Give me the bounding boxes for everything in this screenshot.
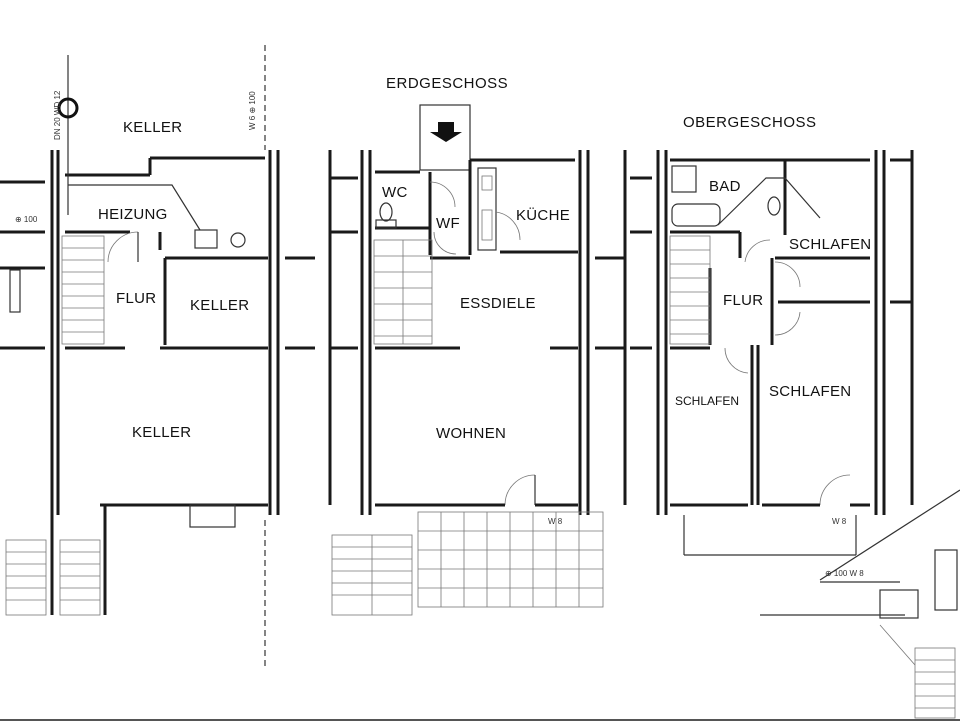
- room-label-schlafen-left: SCHLAFEN: [675, 394, 739, 408]
- upper-floor-plan: OBERGESCHOSS BAD SCHLAFEN FLUR SCHLAFEN …: [630, 114, 914, 556]
- site-level-mark: ⊕ 100 W 8: [825, 569, 864, 578]
- room-label-wohnen: WOHNEN: [436, 425, 506, 442]
- basement-plan: KELLER HEIZUNG FLUR KELLER KELLER ⊕ 100 …: [0, 45, 315, 670]
- level-mark-left: ⊕ 100: [15, 215, 38, 224]
- room-label-schlafen-top: SCHLAFEN: [789, 236, 871, 253]
- upper-mark: W 8: [832, 517, 847, 526]
- level-mark-top-a: DN 20 WD 12: [53, 90, 62, 140]
- room-label-schlafen-right: SCHLAFEN: [769, 383, 851, 400]
- title-obergeschoss: OBERGESCHOSS: [683, 114, 817, 131]
- site-section-detail: ⊕ 100 W 8: [760, 489, 960, 719]
- room-label-bad: BAD: [709, 178, 741, 195]
- room-label-keller-mid: KELLER: [190, 297, 249, 314]
- ground-floor-plan: ERDGESCHOSS WC WF KÜCHE ESSDIELE WOHNEN …: [328, 75, 627, 616]
- upper-floor-stairs: [669, 235, 711, 345]
- title-erdgeschoss: ERDGESCHOSS: [386, 75, 508, 92]
- basement-exterior-stairs: [5, 539, 101, 616]
- room-label-keller-bottom: KELLER: [132, 424, 191, 441]
- room-label-flur-basement: FLUR: [116, 290, 156, 307]
- ground-mark: W 8: [548, 517, 563, 526]
- ground-floor-stairs: [373, 239, 433, 345]
- level-mark-top-b: W 6 ⊕ 100: [248, 91, 257, 130]
- terrace-paving: [417, 511, 604, 608]
- room-label-kueche: KÜCHE: [516, 206, 570, 224]
- room-label-wc: WC: [382, 184, 408, 201]
- room-label-heizung: HEIZUNG: [98, 206, 168, 223]
- room-label-essdiele: ESSDIELE: [460, 295, 536, 312]
- room-label-wf: WF: [436, 215, 460, 232]
- room-label-keller-top: KELLER: [123, 119, 182, 136]
- basement-stairs: [61, 235, 105, 345]
- room-label-flur-upper: FLUR: [723, 292, 763, 309]
- ground-floor-exterior-stairs: [331, 534, 413, 616]
